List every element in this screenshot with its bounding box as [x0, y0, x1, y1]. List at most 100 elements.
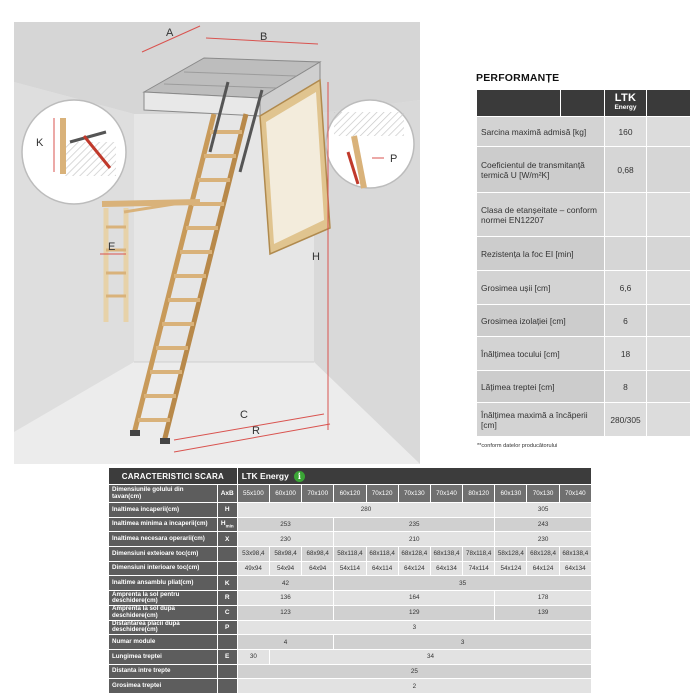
specs-row-label: Inaltimea necesara operarii(cm)	[108, 531, 218, 548]
dim-label-b: B	[260, 31, 267, 43]
dim-label-e: E	[108, 241, 115, 253]
specs-title: CARACTERISTICI SCARA	[108, 467, 238, 485]
specs-cell: 78x118,4	[462, 546, 496, 562]
performance-header-row: LTK Energy	[476, 89, 691, 117]
performance-row: Înălțimea maximă a încăperii [cm]280/305	[476, 402, 691, 437]
specs-row-symbol: C	[216, 604, 238, 621]
performance-label: Grosimea ușii [cm]	[476, 270, 605, 305]
specs-cell: 178	[494, 590, 592, 606]
performance-row: Rezistența la foc EI [min]	[476, 236, 691, 271]
performance-empty	[646, 146, 691, 193]
specs-row-symbol	[216, 546, 238, 562]
performance-empty	[646, 192, 691, 237]
specs-cell: 68x138,4	[429, 546, 464, 562]
specs-dim-symbol: AxB	[216, 484, 238, 503]
specs-row: Distanta intre trepte 25	[108, 663, 593, 680]
performance-row: Clasa de etanșeitate – conform normei EN…	[476, 192, 691, 237]
performance-empty	[646, 116, 691, 147]
specs-cell: 68x118,4	[365, 546, 399, 562]
specs-cell: 64x94	[301, 560, 335, 577]
specs-cell: 54x124	[494, 560, 528, 577]
performance-empty	[646, 336, 691, 371]
performance-value: 0,68	[604, 146, 647, 193]
size-header-70x140: 70x140	[429, 484, 464, 503]
brand-sub: Energy	[614, 104, 637, 111]
size-header-70x100: 70x100	[301, 484, 335, 503]
performance-label: Clasa de etanșeitate – conform normei EN…	[476, 192, 605, 237]
specs-row-label: Grosimea treptei	[108, 678, 218, 694]
attic-ladder-illustration: A B K P E H C R	[14, 22, 420, 464]
performance-row: Grosimea izolației [cm]6	[476, 304, 691, 337]
brand-name: LTK	[614, 92, 637, 104]
specs-row-label: Distantarea placii dupa deschidere(cm)	[108, 619, 218, 636]
size-header-70x140: 70x140	[558, 484, 593, 503]
specs-row-label: Amprenta la sol pentru deschidere(cm)	[108, 590, 218, 606]
specs-cell: 2	[236, 678, 593, 694]
specs-cell: 136	[236, 590, 335, 606]
specs-row-symbol	[216, 634, 238, 650]
specifications-panel: CARACTERISTICI SCARA LTK Energy i Dimensi…	[108, 467, 593, 694]
dimension-lines	[100, 25, 331, 453]
performance-value	[604, 236, 647, 271]
specs-dim-label: Dimensiunile golului din tavan(cm)	[108, 484, 218, 503]
specs-cell: 243	[494, 516, 592, 533]
specs-cell: 230	[236, 531, 335, 548]
performance-value: 6,6	[604, 270, 647, 305]
folded-ladder-view	[101, 199, 201, 322]
specs-cell: 49x94	[236, 560, 270, 577]
performance-table: LTK Energy Sarcina maximă admisă [kg]160…	[476, 89, 691, 437]
specs-cell: 25	[236, 663, 593, 680]
specs-row-symbol: H	[216, 502, 238, 518]
specs-cell: 305	[494, 502, 592, 518]
performance-label: Înălțimea maximă a încăperii [cm]	[476, 402, 605, 437]
ladder	[130, 81, 264, 444]
performance-footnote: **conform datelor producătorului	[477, 443, 558, 449]
specs-cell: 64x124	[526, 560, 560, 577]
performance-value: 280/305	[604, 402, 647, 437]
specs-cell: 253	[236, 516, 335, 533]
specs-cell: 68x128,4	[397, 546, 431, 562]
specs-cell: 42	[236, 575, 335, 592]
dim-label-a: A	[166, 27, 174, 39]
specs-cell: 164	[333, 590, 496, 606]
specs-cell: 68x138,4	[558, 546, 593, 562]
performance-row: Lățimea treptei [cm]8	[476, 370, 691, 403]
performance-header-blank	[646, 89, 691, 117]
performance-label: Lățimea treptei [cm]	[476, 370, 605, 403]
specs-row-label: Amprenta la sol dupa deschidere(cm)	[108, 604, 218, 621]
specs-row-symbol	[216, 678, 238, 694]
specs-row-symbol	[216, 560, 238, 577]
dim-label-r: R	[252, 425, 260, 437]
specs-header-row: CARACTERISTICI SCARA LTK Energy i	[108, 467, 593, 485]
specs-row-label: Distanta intre trepte	[108, 663, 218, 680]
specs-cell: 68x98,4	[301, 546, 335, 562]
info-icon[interactable]: i	[293, 470, 305, 482]
performance-title: PERFORMANȚE	[476, 72, 560, 84]
size-header-60x130: 60x130	[494, 484, 528, 503]
specs-model: LTK Energy i	[236, 467, 593, 485]
specs-cell: 30	[236, 648, 270, 665]
performance-empty	[646, 270, 691, 305]
specs-cell: 74x114	[462, 560, 496, 577]
performance-value: 160	[604, 116, 647, 147]
size-header-60x120: 60x120	[333, 484, 367, 503]
specs-row-symbol: E	[216, 648, 238, 665]
specs-row-label: Inaltimea incaperii(cm)	[108, 502, 218, 518]
dim-label-h: H	[312, 251, 320, 263]
size-header-55x100: 55x100	[236, 484, 270, 503]
specs-row-label: Numar module	[108, 634, 218, 650]
size-header-80x120: 80x120	[462, 484, 496, 503]
ceiling-frame	[142, 57, 322, 117]
specs-model-name: LTK Energy	[241, 470, 289, 481]
specs-cell: 53x98,4	[236, 546, 270, 562]
specs-row-label: Inaltimea minima a incaperii(cm)	[108, 516, 218, 533]
performance-header-blank	[560, 89, 605, 117]
specs-row-label: Dimensiuni interioare toc(cm)	[108, 560, 218, 577]
